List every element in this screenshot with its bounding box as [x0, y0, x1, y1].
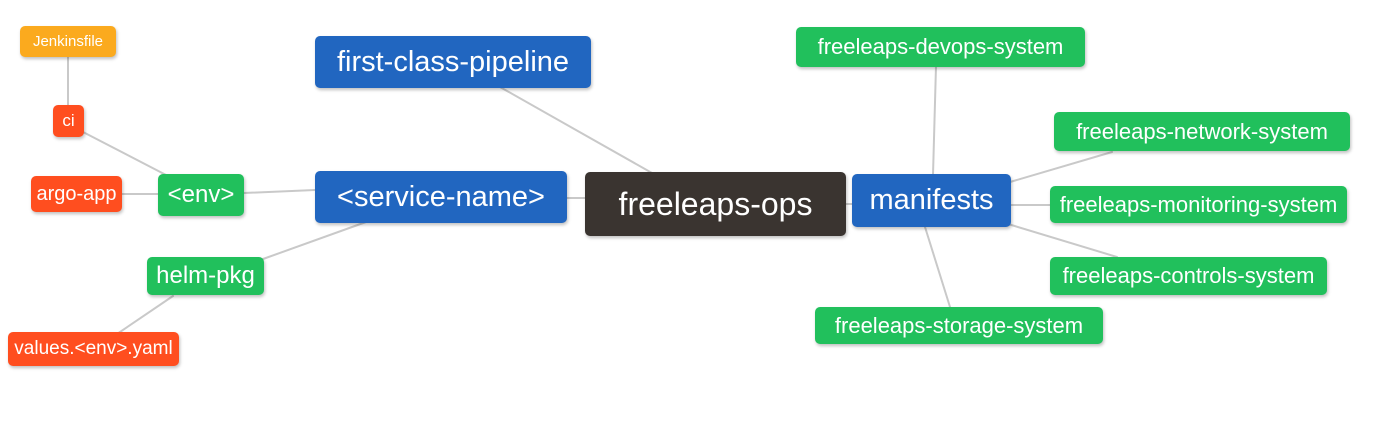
edge-manifests-devops-system: [932, 65, 937, 176]
node-freeleaps-controls-system[interactable]: freeleaps-controls-system: [1050, 257, 1327, 295]
node-first-class-pipeline[interactable]: first-class-pipeline: [315, 36, 591, 88]
edge-ops-first-class-pipeline: [499, 86, 653, 174]
node-argo-app[interactable]: argo-app: [31, 176, 122, 212]
edge-helm-pkg-values-env-yaml: [116, 295, 174, 335]
node-ci[interactable]: ci: [53, 105, 84, 137]
node-service-name[interactable]: <service-name>: [315, 171, 567, 223]
edge-manifests-storage-system: [924, 226, 951, 308]
edge-service-name-env: [243, 189, 316, 194]
node-freeleaps-devops-system[interactable]: freeleaps-devops-system: [796, 27, 1085, 67]
edge-env-ci: [82, 131, 169, 177]
node-freeleaps-ops-root[interactable]: freeleaps-ops: [585, 172, 846, 236]
node-jenkinsfile[interactable]: Jenkinsfile: [20, 26, 116, 57]
node-freeleaps-monitoring-system[interactable]: freeleaps-monitoring-system: [1050, 186, 1347, 223]
node-helm-pkg[interactable]: helm-pkg: [147, 257, 264, 295]
edge-manifests-controls-system: [1007, 223, 1118, 258]
node-freeleaps-network-system[interactable]: freeleaps-network-system: [1054, 112, 1350, 151]
node-env[interactable]: <env>: [158, 174, 244, 216]
node-manifests[interactable]: manifests: [852, 174, 1011, 227]
edge-service-name-helm-pkg: [262, 221, 367, 260]
edge-manifests-network-system: [1009, 151, 1113, 183]
node-values-env-yaml[interactable]: values.<env>.yaml: [8, 332, 179, 366]
node-freeleaps-storage-system[interactable]: freeleaps-storage-system: [815, 307, 1103, 344]
